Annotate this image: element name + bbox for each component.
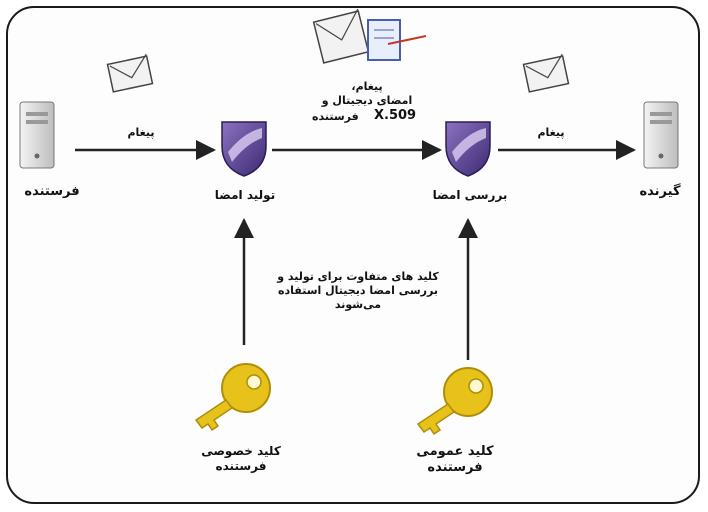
private-key-line1: کلید خصوصی <box>201 444 281 458</box>
public-key-caption: کلید عمومی فرستنده <box>400 444 510 477</box>
private-key-line2: فرستنده <box>215 459 267 473</box>
receiver-server-icon <box>643 101 679 169</box>
key-note-line2: بررسی امضا دیجیتال استفاده <box>278 283 438 297</box>
message-right-label: پیغام <box>537 126 565 139</box>
key-note-line1: کلید های متفاوت برای تولید و <box>277 270 439 283</box>
message-left-label: پیغام <box>127 126 155 139</box>
envelope-certificate-icon <box>312 8 427 64</box>
public-key-icon <box>416 367 493 436</box>
message-center-line1: پیغام، <box>351 80 383 93</box>
private-key-icon <box>194 363 271 432</box>
sign-verification-shield-icon <box>445 121 491 177</box>
certificate-x509-label: X.509 <box>374 107 417 123</box>
envelope-right-icon <box>522 53 570 93</box>
receiver-label: گیرنده <box>639 184 681 199</box>
message-center-line3: فرستنده <box>312 109 359 123</box>
message-center-line3-row: X.509 فرستنده <box>292 108 442 126</box>
message-center-block: پیغام، امضای دیجیتال و X.509 فرستنده <box>292 80 442 126</box>
sender-server-icon <box>19 101 55 169</box>
public-key-line1: کلید عمومی <box>416 444 494 459</box>
envelope-left-icon <box>106 53 154 93</box>
flow-arrows <box>75 140 636 360</box>
message-center-line2: امضای دیجیتال و <box>321 93 413 107</box>
sender-label: فرستنده <box>24 184 80 199</box>
key-note-line3: می‌شوند <box>334 297 382 311</box>
key-note-block: کلید های متفاوت برای تولید و بررسی امضا … <box>258 270 458 311</box>
public-key-line2: فرستنده <box>427 460 483 476</box>
sign-verification-label: بررسی امضا <box>432 188 508 202</box>
private-key-caption: کلید خصوصی فرستنده <box>186 444 296 474</box>
sign-generation-shield-icon <box>221 121 267 177</box>
sign-generation-label: تولید امضا <box>214 188 276 202</box>
